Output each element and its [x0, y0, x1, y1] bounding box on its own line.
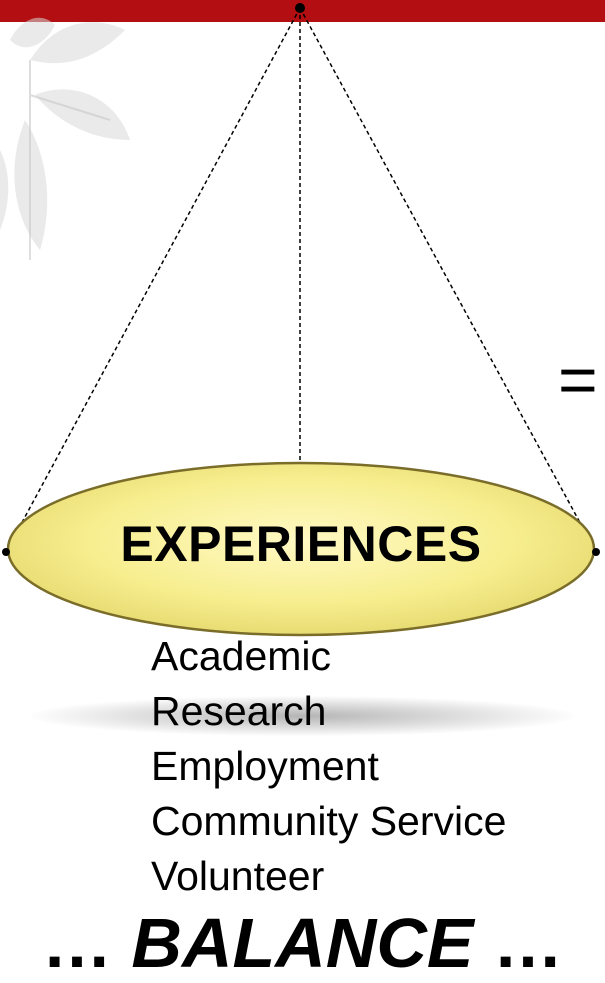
shadow-decoration: [30, 696, 575, 736]
list-item: Community Service: [151, 798, 507, 844]
experience-list: Academic Research Employment Community S…: [151, 629, 506, 904]
balance-word: BALANCE: [131, 904, 474, 982]
pan-anchor-left: [2, 548, 10, 556]
pan-anchor-right: [592, 548, 600, 556]
scale-string-left: [5, 7, 301, 553]
leaf-decoration: [0, 17, 130, 260]
list-item: Volunteer: [151, 853, 325, 899]
list-item: Employment: [151, 743, 379, 789]
ellipsis-suffix: …: [473, 904, 564, 982]
balance-caption: … BALANCE …: [0, 903, 605, 983]
equals-sign: =: [558, 342, 598, 418]
pan-label: EXPERIENCES: [120, 516, 482, 572]
scale-pivot: [295, 3, 305, 13]
scale-string-right: [299, 7, 597, 553]
list-item: Academic: [151, 633, 332, 679]
list-item: Research: [151, 688, 327, 734]
ellipsis-prefix: …: [41, 904, 132, 982]
